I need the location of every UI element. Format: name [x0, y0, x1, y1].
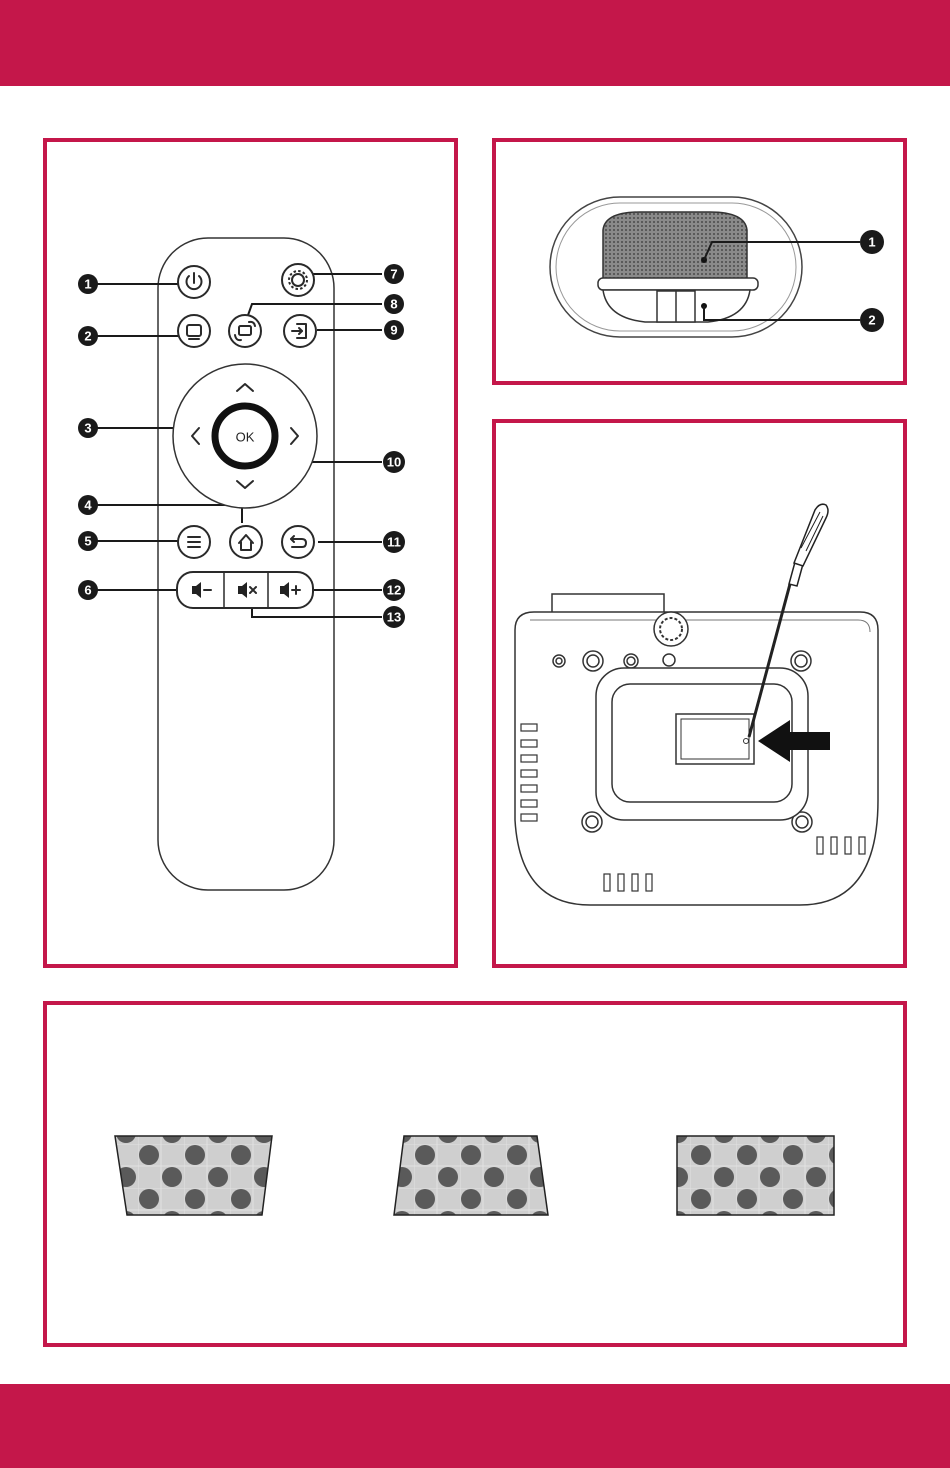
callout-2: 2 [78, 326, 98, 346]
keystone-panel [43, 1001, 907, 1347]
input-source-button[interactable] [284, 315, 316, 347]
callout-11: 11 [383, 531, 405, 553]
remote-diagram: OK [47, 142, 454, 964]
focus-adjuster[interactable] [603, 290, 750, 322]
svg-text:10: 10 [387, 455, 401, 470]
mute-button[interactable] [224, 573, 268, 607]
callout-10: 10 [383, 451, 405, 473]
keystone-image-narrow-top [390, 1130, 555, 1220]
tripod-socket [654, 612, 688, 646]
ok-label: OK [236, 430, 255, 445]
svg-text:2: 2 [84, 329, 91, 344]
svg-text:11: 11 [387, 535, 401, 550]
svg-text:7: 7 [390, 267, 397, 282]
svg-text:6: 6 [84, 583, 91, 598]
home-button[interactable] [230, 526, 262, 558]
menu-button[interactable] [178, 526, 210, 558]
lens-panel: 1 2 [492, 138, 907, 385]
svg-text:3: 3 [84, 421, 91, 436]
keystone-image-narrow-bottom [110, 1130, 280, 1220]
svg-text:4: 4 [84, 498, 92, 513]
svg-text:13: 13 [387, 610, 401, 625]
bottom-view-panel [492, 419, 907, 968]
lens-diagram: 1 2 [496, 142, 903, 381]
settings-button[interactable] [282, 264, 314, 296]
svg-text:5: 5 [84, 534, 91, 549]
svg-text:1: 1 [868, 235, 875, 250]
bottom-view-diagram [496, 423, 903, 964]
volume-up-button[interactable] [268, 573, 313, 607]
callout-13: 13 [383, 606, 405, 628]
callout-1: 1 [78, 274, 98, 294]
callout-7: 7 [384, 264, 404, 284]
remote-panel: OK [43, 138, 458, 968]
keystone-diagram [47, 1005, 903, 1343]
back-button[interactable] [282, 526, 314, 558]
ok-button[interactable]: OK [215, 406, 275, 466]
screen-button[interactable] [178, 315, 210, 347]
svg-text:9: 9 [390, 323, 397, 338]
svg-text:2: 2 [868, 313, 875, 328]
reset-window[interactable] [676, 714, 754, 764]
callout-8: 8 [384, 294, 404, 314]
power-button[interactable] [178, 266, 210, 298]
lens [598, 212, 758, 290]
svg-text:8: 8 [390, 297, 397, 312]
footer-band [0, 1384, 950, 1468]
callout-6: 6 [78, 580, 98, 600]
callout-12: 12 [383, 579, 405, 601]
svg-text:12: 12 [387, 583, 401, 598]
callout-9: 9 [384, 320, 404, 340]
volume-down-button[interactable] [178, 573, 224, 607]
rotate-button[interactable] [229, 315, 261, 347]
keystone-image-corrected [670, 1130, 840, 1220]
header-band [0, 0, 950, 86]
callout-3: 3 [78, 418, 98, 438]
callout-4: 4 [78, 495, 98, 515]
lens-callout-2: 2 [860, 308, 884, 332]
callout-5: 5 [78, 531, 98, 551]
svg-text:1: 1 [84, 277, 91, 292]
lens-callout-1: 1 [860, 230, 884, 254]
